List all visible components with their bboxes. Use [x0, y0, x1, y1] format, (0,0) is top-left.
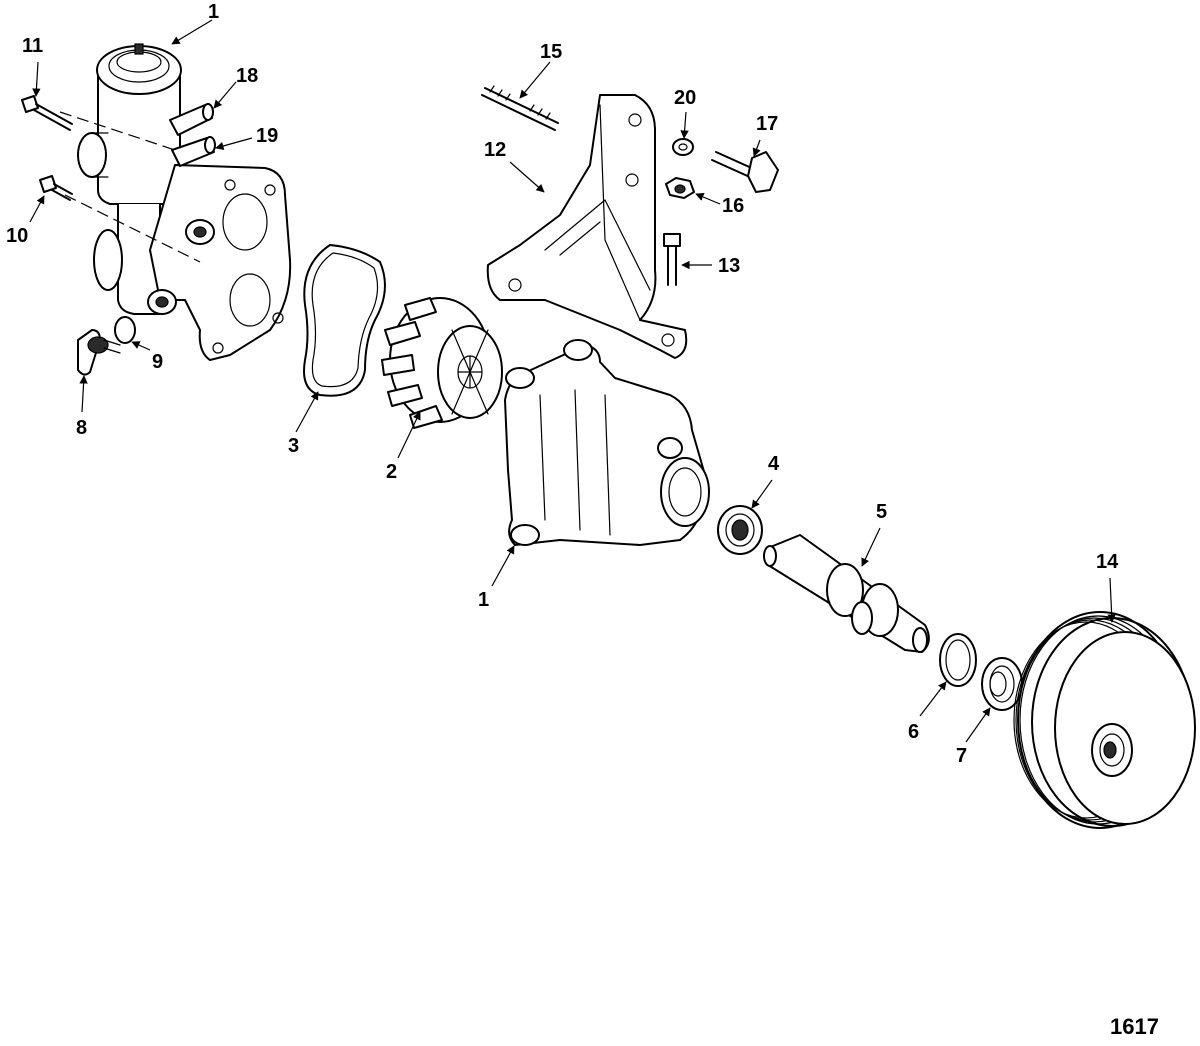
seal-part-4 — [717, 505, 763, 555]
cover-housing-part-1 — [59, 43, 292, 361]
callout-part-4: 4 — [768, 453, 780, 475]
callout-part-20: 20 — [674, 87, 697, 109]
leader-lines — [29, 19, 1116, 743]
callout-part-7: 7 — [956, 745, 968, 767]
o-ring-part-9 — [114, 316, 136, 344]
seal-part-7 — [981, 657, 1023, 711]
pump-body-part-1 — [504, 339, 710, 546]
callout-part-10: 10 — [6, 225, 29, 247]
impeller-part-2 — [381, 297, 503, 429]
callout-part-18: 18 — [236, 65, 259, 87]
bolt-part-17 — [711, 151, 779, 193]
bracket-part-12 — [486, 94, 688, 359]
ring-part-6 — [939, 633, 977, 687]
shaft-part-5 — [763, 534, 930, 653]
washer-part-20 — [672, 138, 694, 156]
callout-part-11: 11 — [22, 35, 44, 57]
callout-part-8: 8 — [76, 417, 88, 439]
callout-part-3: 3 — [288, 435, 300, 457]
pulley-part-14 — [1013, 611, 1196, 829]
callout-part-12: 12 — [484, 139, 507, 161]
callout-part-1-top: 1 — [208, 1, 220, 23]
callout-part-1-center: 1 — [478, 589, 490, 611]
callout-part-14: 14 — [1096, 551, 1119, 573]
drain-plug-part-8 — [77, 329, 121, 376]
callout-part-19: 19 — [256, 125, 279, 147]
bolt-part-11 — [21, 95, 73, 131]
callout-part-9: 9 — [152, 351, 164, 373]
figure-number: 1617 — [1110, 1014, 1159, 1039]
callout-part-13: 13 — [718, 255, 741, 277]
callout-part-2: 2 — [386, 461, 398, 483]
bolt-part-10 — [39, 175, 73, 201]
gasket-part-3 — [303, 244, 386, 397]
callout-part-6: 6 — [908, 721, 920, 743]
callout-part-17: 17 — [756, 113, 779, 135]
stud-part-15 — [481, 85, 559, 131]
bolt-part-13 — [663, 233, 681, 286]
callout-part-5: 5 — [876, 501, 888, 523]
callout-part-15: 15 — [540, 41, 563, 63]
nut-part-16 — [665, 177, 695, 199]
callout-part-16: 16 — [722, 195, 745, 217]
